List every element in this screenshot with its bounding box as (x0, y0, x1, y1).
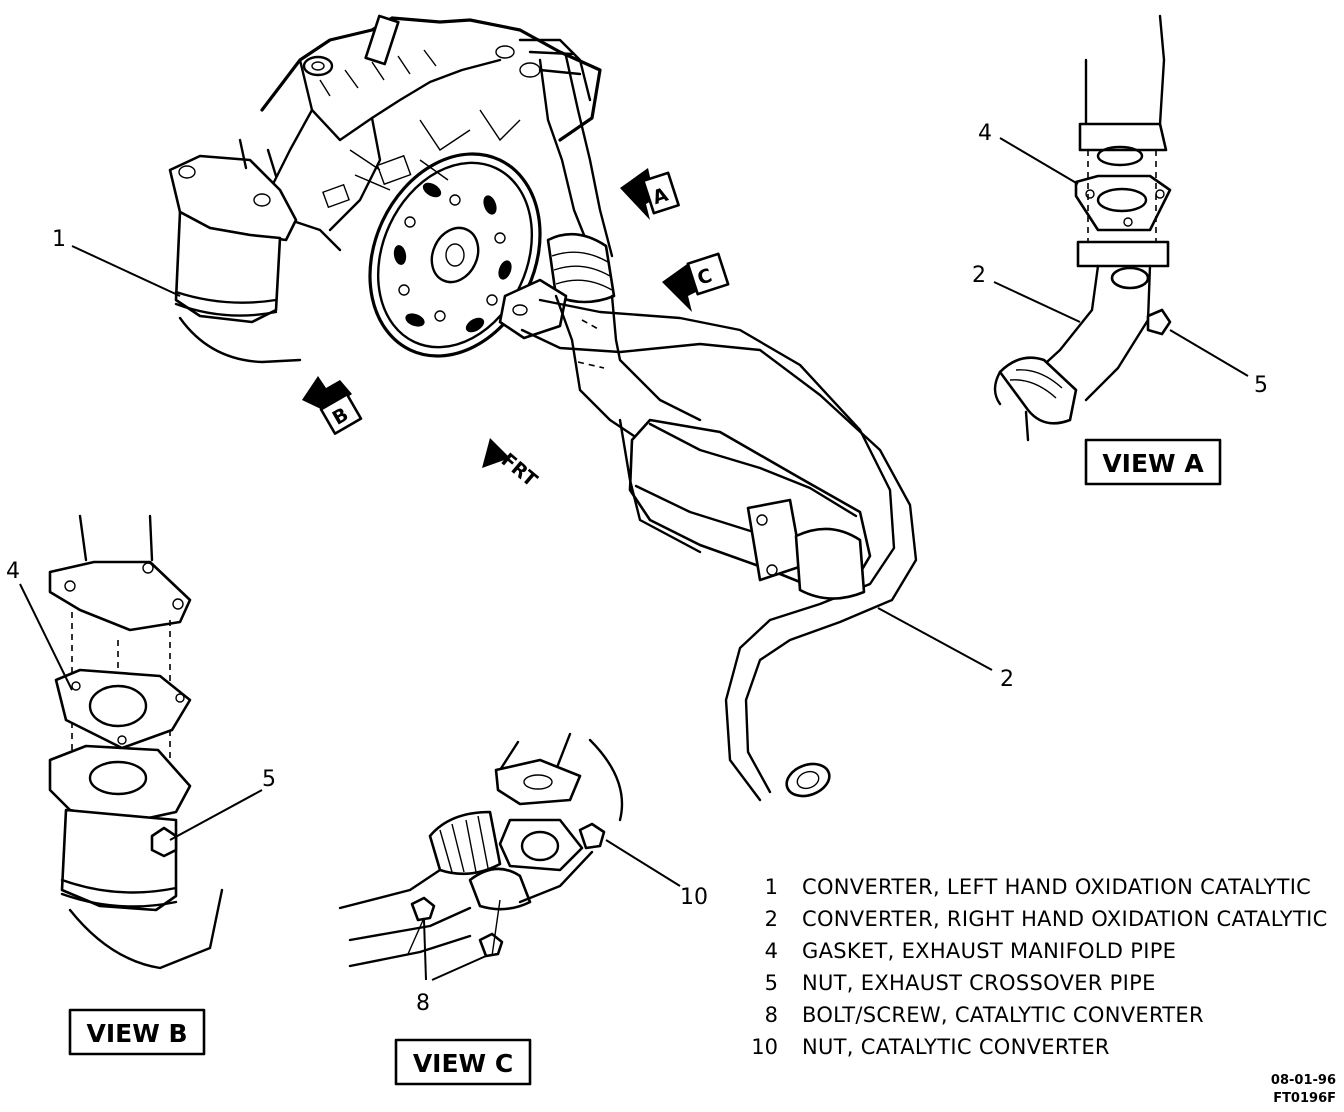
callout-view-b-5: 5 (262, 767, 276, 792)
callout-view-c-8: 8 (416, 991, 430, 1016)
crossover-joint (498, 54, 616, 340)
arrow-c-label: C (695, 265, 715, 290)
legend-num-10: 10 (751, 1035, 778, 1059)
arrow-a: A (620, 168, 680, 220)
parts-legend: 1 CONVERTER, LEFT HAND OXIDATION CATALYT… (751, 875, 1327, 1059)
view-a-drawing (993, 14, 1249, 442)
main-leaders (71, 245, 993, 671)
legend-text-4: GASKET, EXHAUST MANIFOLD PIPE (802, 939, 1176, 963)
legend-num-2: 2 (765, 907, 778, 931)
legend-num-8: 8 (765, 1003, 778, 1027)
legend-text-5: NUT, EXHAUST CROSSOVER PIPE (802, 971, 1156, 995)
legend-text-2: CONVERTER, RIGHT HAND OXIDATION CATALYTI… (802, 907, 1328, 931)
view-b-label: VIEW B (86, 1019, 187, 1048)
legend-num-5: 5 (765, 971, 778, 995)
legend-text-8: BOLT/SCREW, CATALYTIC CONVERTER (802, 1003, 1204, 1027)
callout-main-2: 2 (1000, 667, 1014, 692)
figure-code: FT0196F (1273, 1091, 1336, 1106)
arrow-a-label: A (650, 184, 671, 210)
legend-text-10: NUT, CATALYTIC CONVERTER (802, 1035, 1110, 1059)
engine-block (260, 14, 602, 232)
view-c-drawing (338, 732, 681, 981)
callout-view-a-5: 5 (1254, 373, 1268, 398)
arrow-front: FRT (482, 438, 541, 491)
view-b-drawing (19, 514, 263, 970)
exhaust-pipe (520, 294, 918, 802)
view-c-box (394, 1038, 532, 1086)
callout-main-1: 1 (52, 227, 66, 252)
legend-num-1: 1 (765, 875, 778, 899)
view-a-box (1084, 438, 1222, 486)
arrow-b: B (302, 376, 363, 435)
callout-view-a-4: 4 (978, 121, 992, 146)
left-converter (168, 138, 342, 364)
legend-text-1: CONVERTER, LEFT HAND OXIDATION CATALYTIC (802, 875, 1311, 899)
legend-num-4: 4 (765, 939, 778, 963)
figure-date: 08-01-96 (1271, 1073, 1336, 1088)
callout-view-b-4: 4 (6, 559, 20, 584)
view-c-label: VIEW C (413, 1049, 513, 1078)
callout-view-a-2: 2 (972, 263, 986, 288)
arrow-c: C (662, 252, 730, 312)
view-a-label: VIEW A (1102, 449, 1204, 478)
view-b-box (68, 1008, 206, 1056)
callout-view-c-10: 10 (680, 885, 708, 910)
